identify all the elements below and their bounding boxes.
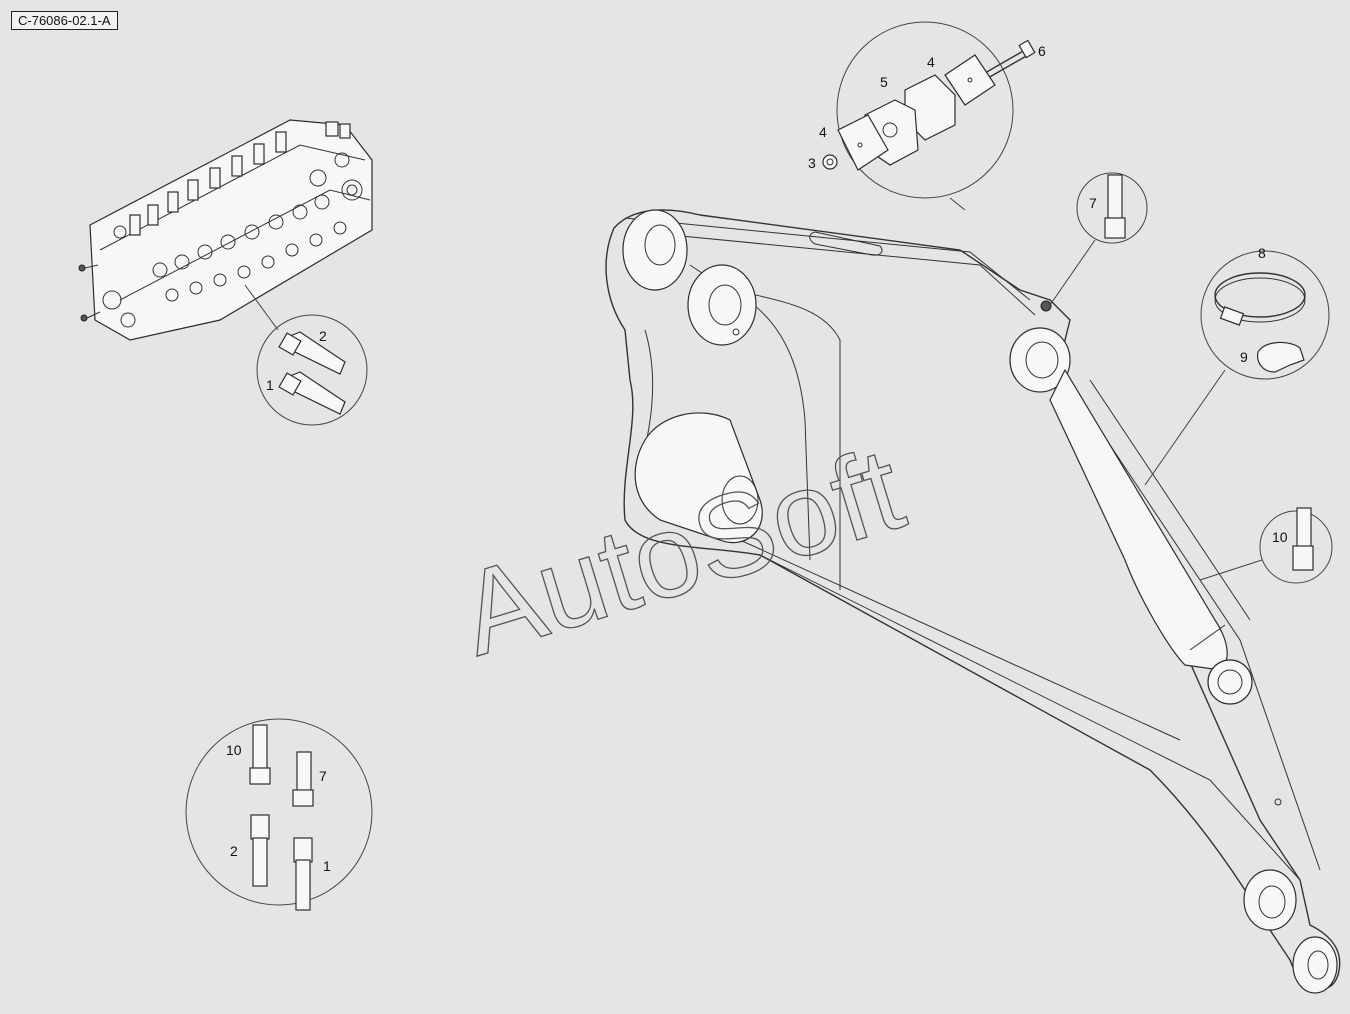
callout-4-lower: 4 bbox=[819, 124, 827, 140]
boom-arm bbox=[605, 209, 1341, 994]
detail-valve-fittings bbox=[244, 284, 368, 426]
detail-hose-clamp bbox=[1144, 250, 1330, 486]
drawing-code: C-76086-02.1-A bbox=[11, 11, 118, 30]
detail-fitting-7 bbox=[1049, 172, 1148, 306]
callout-9: 9 bbox=[1240, 349, 1248, 365]
detail-fittings-set bbox=[185, 718, 373, 911]
callout-10-left: 10 bbox=[226, 742, 242, 758]
detail-top-clamp bbox=[822, 21, 1036, 211]
callout-1-valve: 1 bbox=[266, 377, 274, 393]
callout-6: 6 bbox=[1038, 43, 1046, 59]
callout-7: 7 bbox=[1089, 195, 1097, 211]
callout-10-right: 10 bbox=[1272, 529, 1288, 545]
callout-7-left: 7 bbox=[319, 768, 327, 784]
callout-1-left: 1 bbox=[323, 858, 331, 874]
callout-2-left: 2 bbox=[230, 843, 238, 859]
callout-2-valve: 2 bbox=[319, 328, 327, 344]
callout-8: 8 bbox=[1258, 245, 1266, 261]
control-valve-block bbox=[78, 119, 373, 341]
callout-5: 5 bbox=[880, 74, 888, 90]
callout-3: 3 bbox=[808, 155, 816, 171]
callout-4-upper: 4 bbox=[927, 54, 935, 70]
detail-fitting-10 bbox=[1199, 507, 1333, 584]
